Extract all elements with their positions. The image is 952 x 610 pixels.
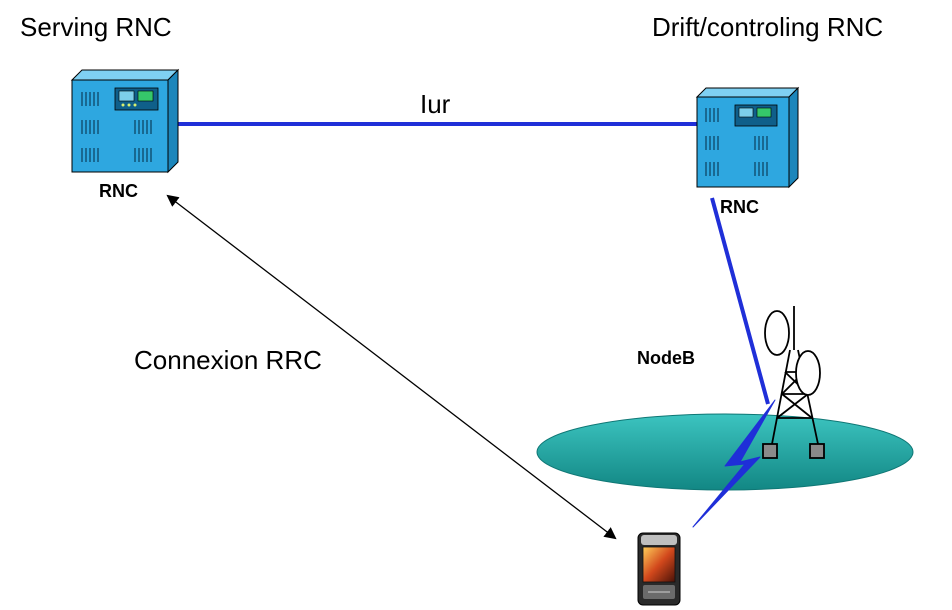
rrc-connection-arrow — [166, 194, 617, 540]
cell-coverage-area — [536, 413, 914, 491]
radio-link-lightning-icon — [692, 399, 776, 528]
iur-label: Iur — [420, 89, 451, 119]
nodeb-label: NodeB — [637, 348, 695, 368]
rnc-label-left: RNC — [99, 181, 138, 201]
serving-rnc-server-icon — [70, 68, 180, 174]
mobile-phone-icon — [637, 532, 681, 606]
drift-rnc-server-icon — [695, 86, 800, 189]
rnc-nodeb-link — [710, 197, 770, 405]
nodeb-tower-icon — [762, 306, 825, 459]
serving-rnc-title: Serving RNC — [20, 12, 172, 42]
rnc-label-right: RNC — [720, 197, 759, 217]
rrc-connection-label: Connexion RRC — [134, 345, 322, 375]
drift-rnc-title: Drift/controling RNC — [652, 12, 884, 42]
